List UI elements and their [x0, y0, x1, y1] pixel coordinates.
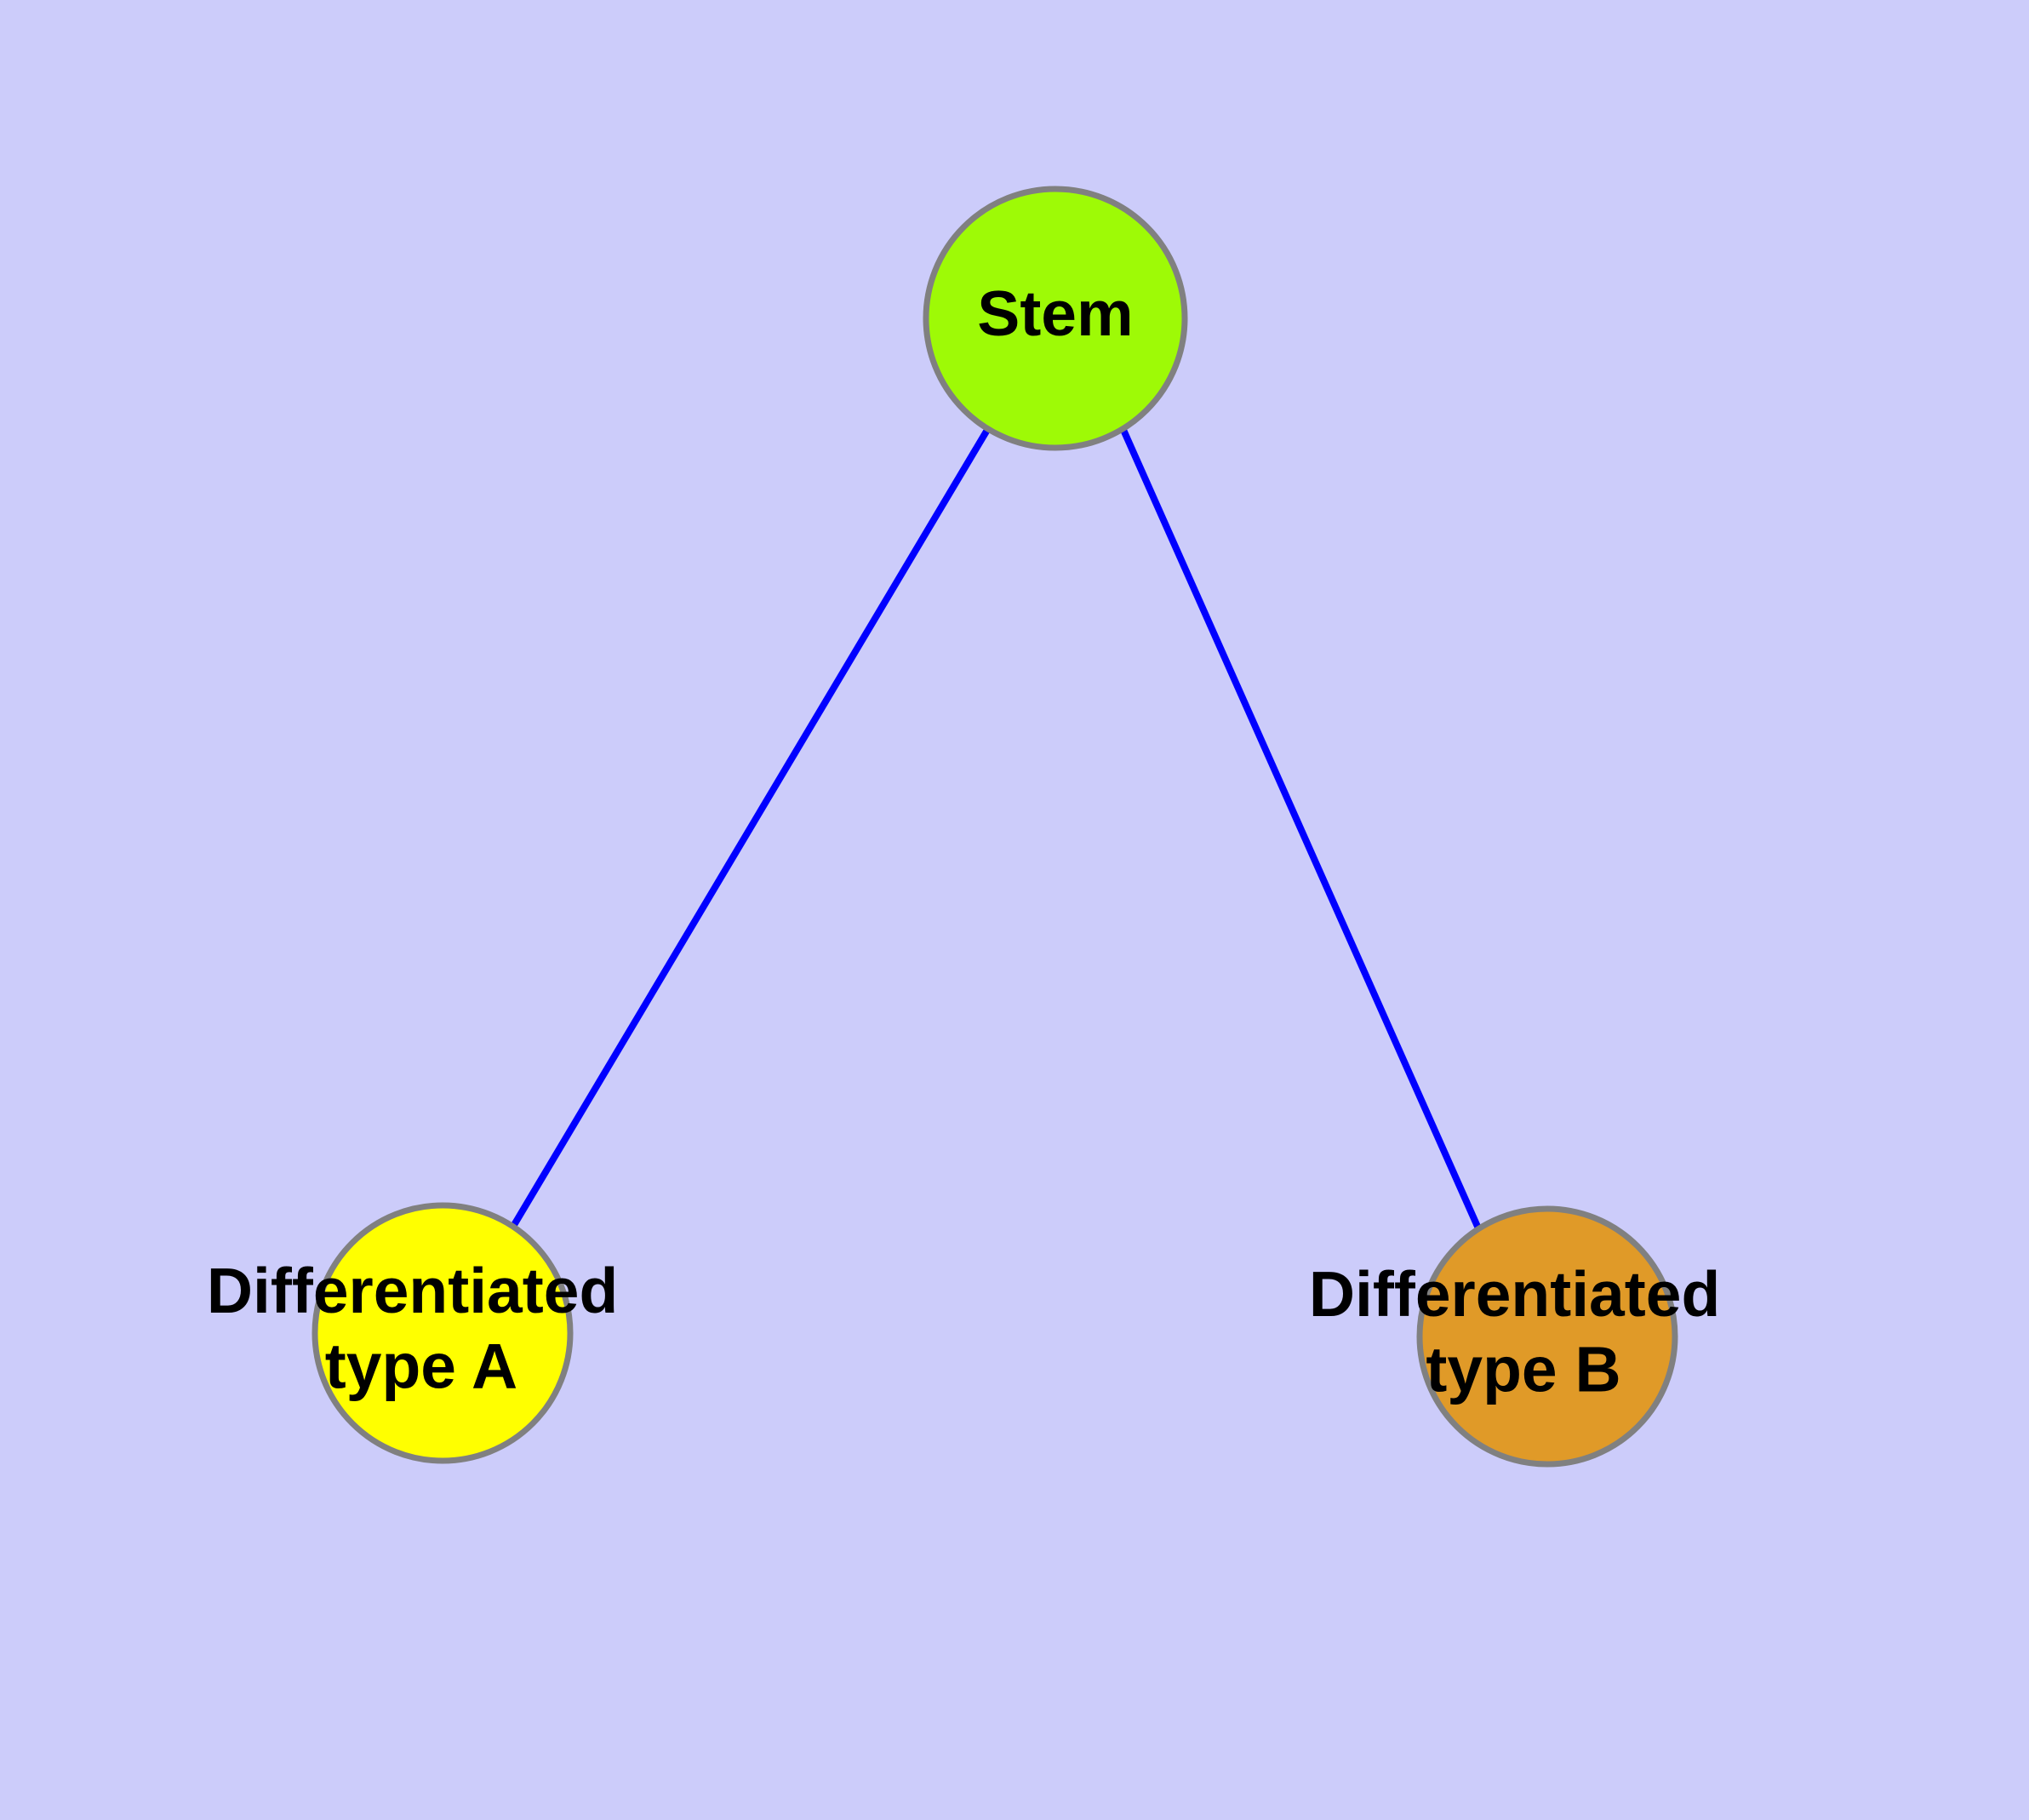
node-stem-label-line-1: Stem	[977, 278, 1133, 349]
node-stem-circle[interactable]	[923, 186, 1188, 451]
node-differentiated-type-a-label: Differentiated type A	[207, 1255, 636, 1402]
node-stem-label: Stem	[977, 278, 1133, 349]
node-differentiated-type-b-label: Differentiated type B	[1309, 1258, 1738, 1405]
node-stem[interactable]	[923, 186, 1188, 451]
labels-layer: Stem Differentiated type A Differentiate…	[207, 278, 1738, 1405]
node-differentiated-type-a-label-line-2: type A	[325, 1330, 517, 1401]
node-differentiated-type-b[interactable]	[1416, 1205, 1678, 1468]
node-differentiated-type-a[interactable]	[311, 1202, 574, 1464]
node-differentiated-type-b-label-line-2: type B	[1426, 1333, 1620, 1405]
edge-stem-to-diff-b	[1120, 428, 1482, 1230]
nodes-layer	[311, 186, 1678, 1468]
edges-layer	[511, 427, 1482, 1230]
node-differentiated-type-b-circle[interactable]	[1416, 1205, 1678, 1468]
node-differentiated-type-a-label-line-1: Differentiated	[207, 1255, 618, 1326]
node-differentiated-type-b-label-line-1: Differentiated	[1309, 1258, 1720, 1330]
node-differentiated-type-a-circle[interactable]	[311, 1202, 574, 1464]
edge-stem-to-diff-a	[511, 427, 991, 1228]
